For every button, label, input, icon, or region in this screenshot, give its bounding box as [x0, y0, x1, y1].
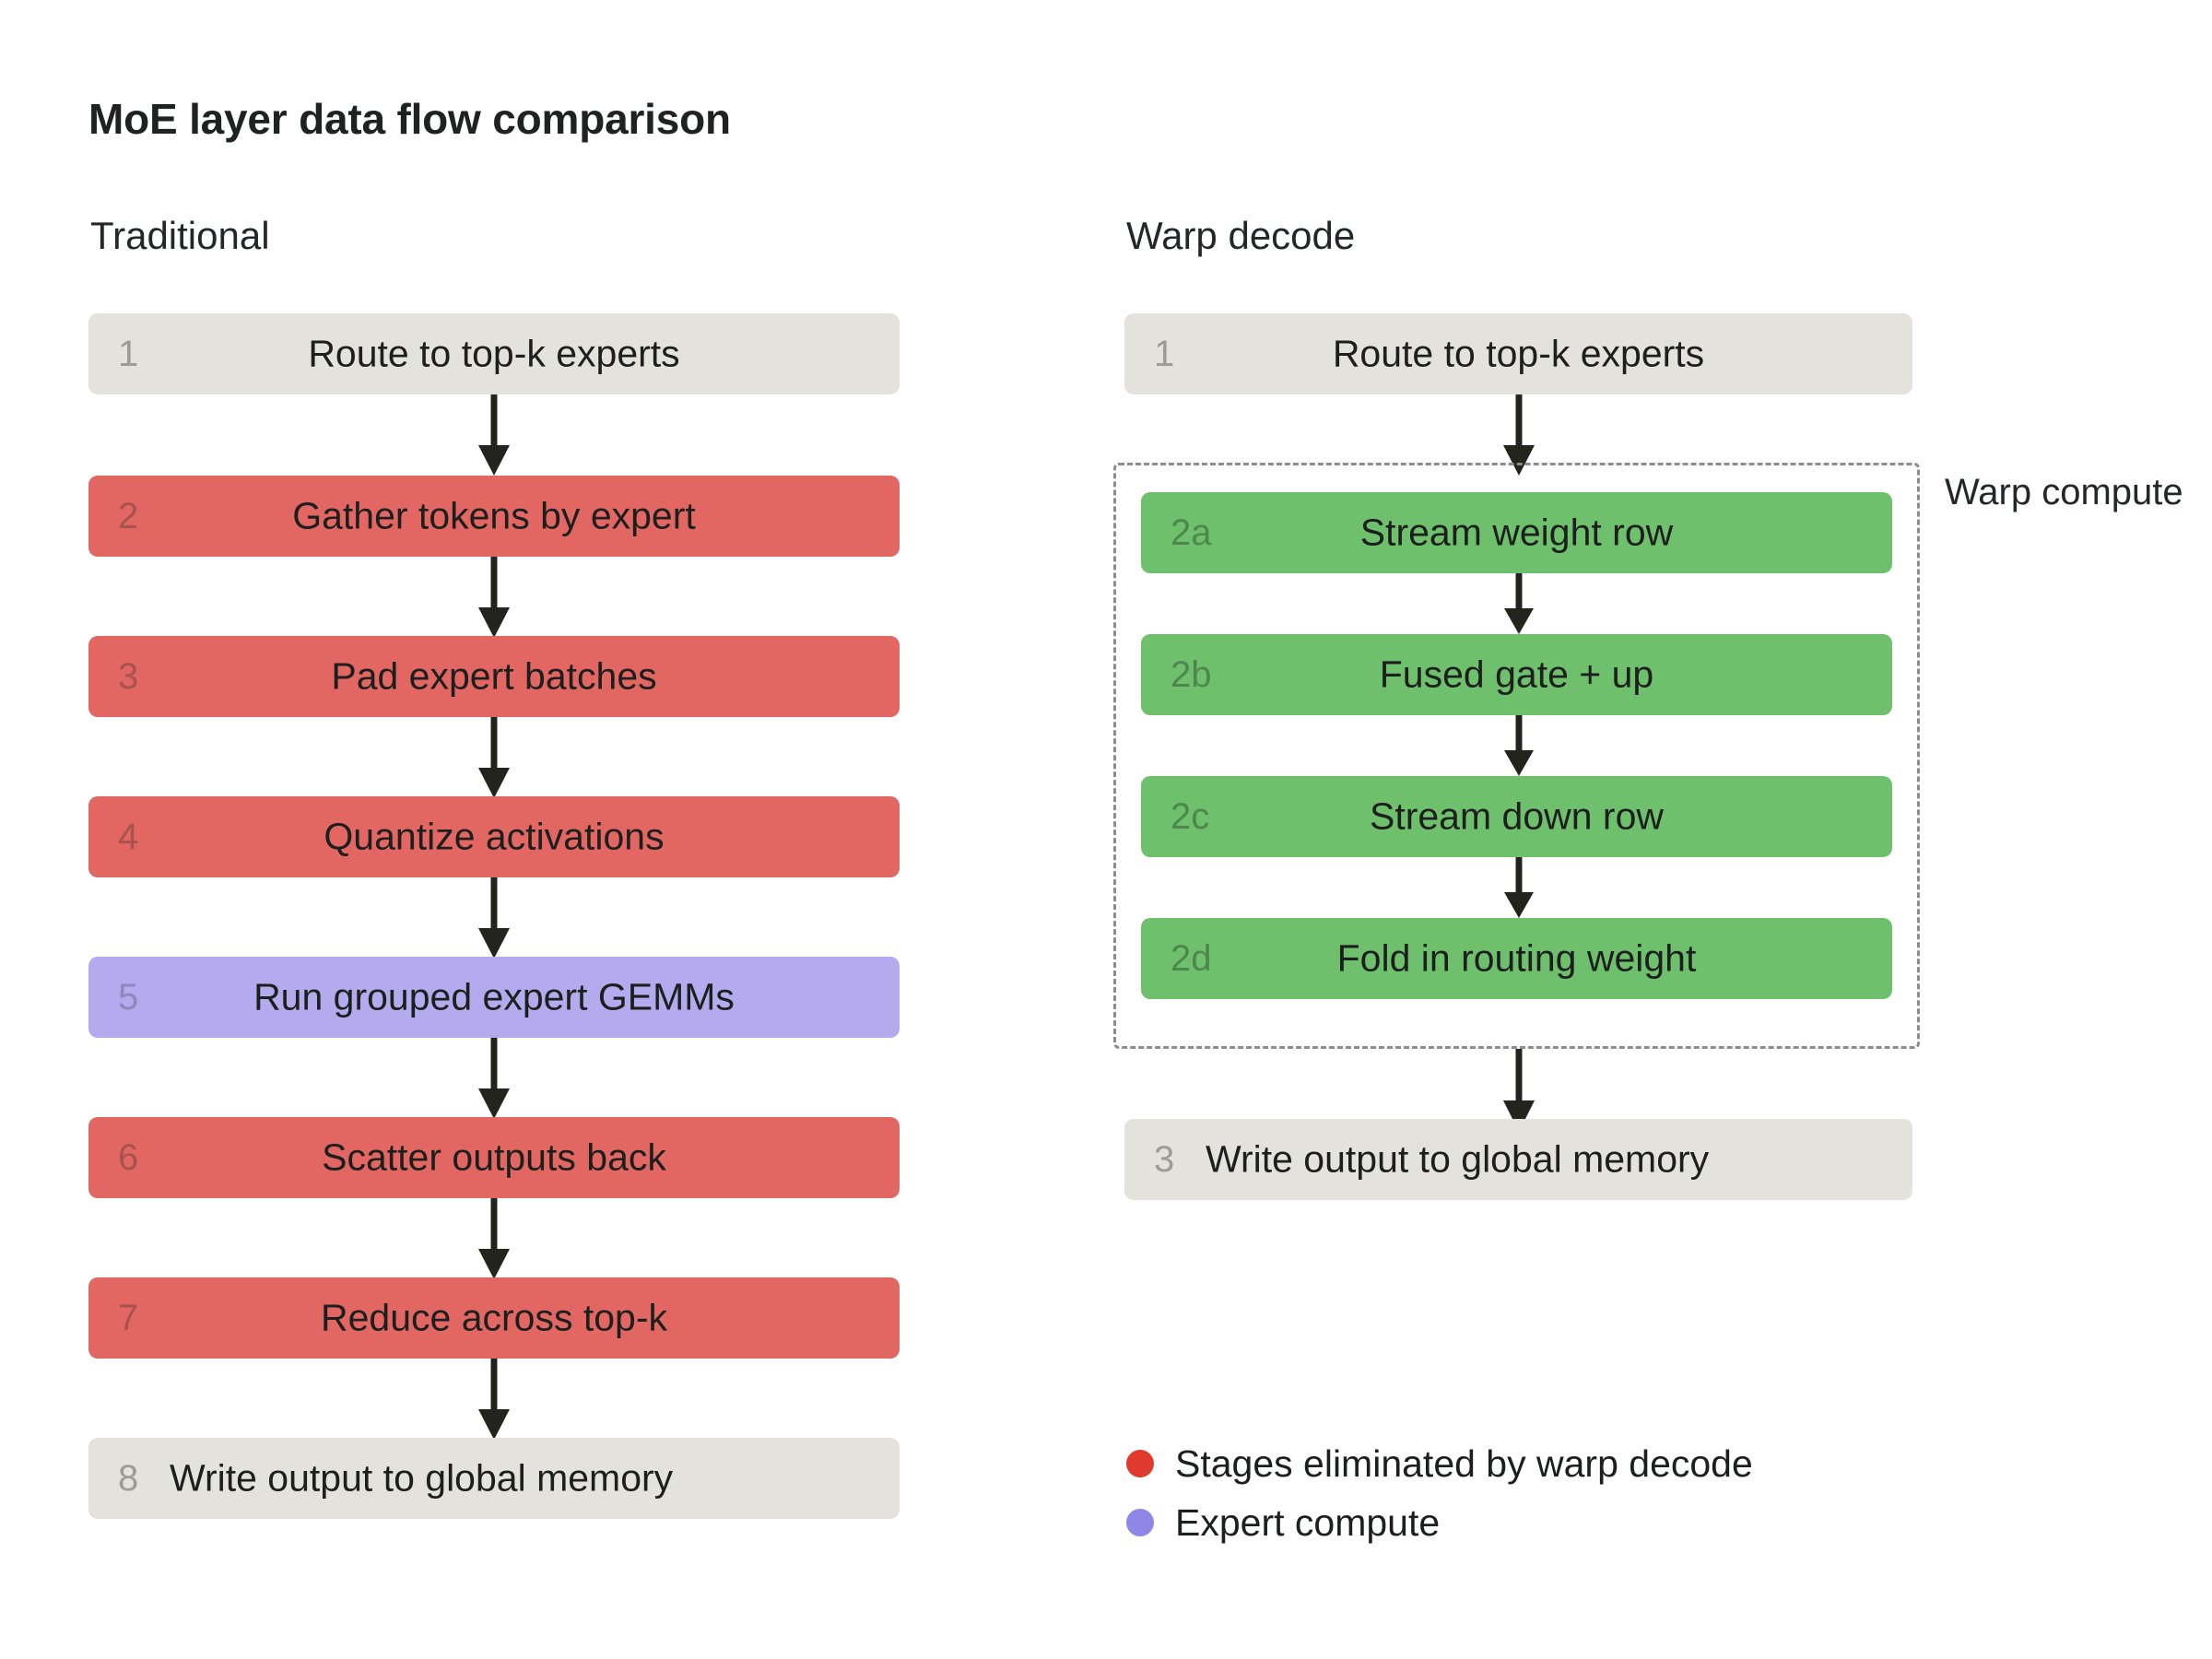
stage-box-traditional-6[interactable]: 6 Scatter outputs back: [88, 1117, 900, 1198]
stage-number: 2: [118, 496, 139, 536]
stage-box-traditional-4[interactable]: 4 Quantize activations: [88, 796, 900, 877]
stage-box-traditional-7[interactable]: 7 Reduce across top-k: [88, 1277, 900, 1359]
flow-arrow-warp-2c-2d: [1499, 857, 1539, 918]
stage-label: Pad expert batches: [331, 654, 657, 698]
column-heading-traditional: Traditional: [90, 214, 270, 257]
stage-box-warp-2c[interactable]: 2c Stream down row: [1141, 776, 1892, 857]
flow-arrow-warp-group-3: [1499, 1049, 1539, 1132]
flow-arrow-4-5: [474, 877, 514, 959]
stage-label: Quantize activations: [324, 815, 665, 858]
stage-number: 1: [1154, 334, 1175, 374]
stage-label: Route to top-k experts: [1332, 332, 1705, 375]
stage-label: Fold in routing weight: [1336, 936, 1697, 980]
stage-number: 2a: [1171, 512, 1212, 553]
stage-label: Scatter outputs back: [322, 1135, 666, 1179]
stage-box-warp-2a[interactable]: 2a Stream weight row: [1141, 492, 1892, 573]
legend-item-eliminated: Stages eliminated by warp decode: [1126, 1434, 1753, 1493]
flow-arrow-6-7: [474, 1198, 514, 1279]
stage-number: 4: [118, 817, 139, 857]
flow-arrow-3-4: [474, 717, 514, 798]
stage-number: 7: [118, 1298, 139, 1338]
stage-label: Gather tokens by expert: [292, 494, 696, 537]
stage-box-warp-2b[interactable]: 2b Fused gate + up: [1141, 634, 1892, 715]
stage-box-traditional-2[interactable]: 2 Gather tokens by expert: [88, 476, 900, 557]
stage-number: 2b: [1171, 654, 1212, 695]
page-title: MoE layer data flow comparison: [88, 95, 731, 143]
legend-dot-icon: [1126, 1509, 1154, 1536]
stage-label: Stream down row: [1369, 794, 1664, 838]
stage-box-traditional-3[interactable]: 3 Pad expert batches: [88, 636, 900, 717]
stage-number: 3: [118, 656, 139, 697]
stage-label: Run grouped expert GEMMs: [253, 975, 735, 1018]
flow-arrow-1-2: [474, 394, 514, 476]
stage-label: Stream weight row: [1359, 511, 1674, 554]
legend-item-expert-compute: Expert compute: [1126, 1493, 1753, 1552]
stage-label: Write output to global memory: [1206, 1137, 1710, 1181]
stage-number: 2d: [1171, 938, 1212, 979]
stage-box-traditional-8[interactable]: 8 Write output to global memory: [88, 1438, 900, 1519]
flow-arrow-warp-2a-2b: [1499, 573, 1539, 634]
stage-number: 2c: [1171, 796, 1210, 837]
stage-number: 8: [118, 1458, 139, 1499]
stage-box-warp-2d[interactable]: 2d Fold in routing weight: [1141, 918, 1892, 999]
legend-label: Expert compute: [1175, 1500, 1441, 1544]
stage-box-traditional-1[interactable]: 1 Route to top-k experts: [88, 313, 900, 394]
legend-label: Stages eliminated by warp decode: [1175, 1441, 1753, 1485]
stage-label: Write output to global memory: [170, 1456, 674, 1500]
flow-arrow-warp-1-group: [1499, 394, 1539, 476]
column-heading-warp-decode: Warp decode: [1126, 214, 1356, 257]
stage-number: 1: [118, 334, 139, 374]
stage-label: Fused gate + up: [1379, 653, 1654, 696]
flow-arrow-5-6: [474, 1038, 514, 1119]
stage-box-traditional-5[interactable]: 5 Run grouped expert GEMMs: [88, 957, 900, 1038]
legend: Stages eliminated by warp decode Expert …: [1126, 1434, 1753, 1552]
warp-compute-group: [1113, 463, 1920, 1049]
flow-arrow-warp-2b-2c: [1499, 715, 1539, 776]
flow-arrow-2-3: [474, 557, 514, 638]
warp-compute-caption: Warp compute: [1945, 472, 2183, 512]
stage-box-warp-1[interactable]: 1 Route to top-k experts: [1124, 313, 1912, 394]
legend-dot-icon: [1126, 1450, 1154, 1477]
flow-arrow-7-8: [474, 1359, 514, 1440]
stage-label: Reduce across top-k: [320, 1296, 667, 1339]
stage-label: Route to top-k experts: [308, 332, 680, 375]
stage-number: 3: [1154, 1139, 1175, 1180]
stage-number: 5: [118, 977, 139, 1018]
stage-box-warp-3[interactable]: 3 Write output to global memory: [1124, 1119, 1912, 1200]
stage-number: 6: [118, 1137, 139, 1178]
